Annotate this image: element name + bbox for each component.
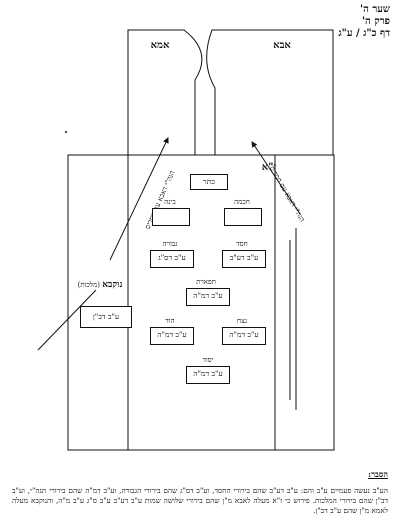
nukva-line (37, 289, 97, 351)
arrow-right (251, 141, 301, 215)
abba-label: אבא (273, 40, 291, 51)
nukva-label: נוקבא (102, 280, 123, 290)
chochma-box (224, 208, 262, 226)
footer-text: הע"ב נעשה פעמיים ע"ב והם: ע"ב דע"ב שהם ב… (12, 486, 388, 515)
ima-label: אמא (150, 40, 170, 51)
header-line-3: דף כ"ג / ע"ג (338, 28, 390, 39)
arrow-left (109, 137, 169, 261)
za-label: ז"א (261, 162, 277, 173)
chesed-box: ע"ב דע"ב (222, 250, 266, 268)
yesod-box: ע"ב דמ"ה (186, 366, 230, 384)
gevura-box: ע"ב דס"ג (150, 250, 194, 268)
nukva-box: ע"ב דב"ן (80, 306, 132, 328)
header-line-2: פרק ה' (362, 16, 390, 27)
bina-label: בינה (164, 198, 176, 206)
chesed-label: חסד (236, 240, 248, 248)
nukva-sub-label: (מלכות) (77, 281, 100, 289)
za-outline (67, 154, 335, 451)
yesod-label: יסוד (202, 356, 214, 364)
ima-outline (127, 29, 203, 156)
header-line-1: שער ה' (360, 4, 390, 15)
gevura-label: גבורה (162, 240, 178, 248)
bina-box (152, 208, 190, 226)
hod-box: ע"ב דמ"ה (150, 327, 194, 345)
netzach-box: ע"ב דמ"ה (222, 327, 266, 345)
footer-title: הסבר: (368, 469, 388, 479)
stray-dot (65, 131, 67, 133)
netzach-label: נצח (236, 317, 248, 325)
hod-label: הוד (165, 317, 175, 325)
keter-box: כתר (190, 174, 228, 190)
chochma-label: חכמה (234, 198, 250, 206)
nukva-title: נוקבא (מלכות) (74, 279, 126, 290)
tiferet-box: ע"ב דמ"ה (186, 288, 230, 306)
tiferet-label: תפארת (196, 278, 216, 286)
